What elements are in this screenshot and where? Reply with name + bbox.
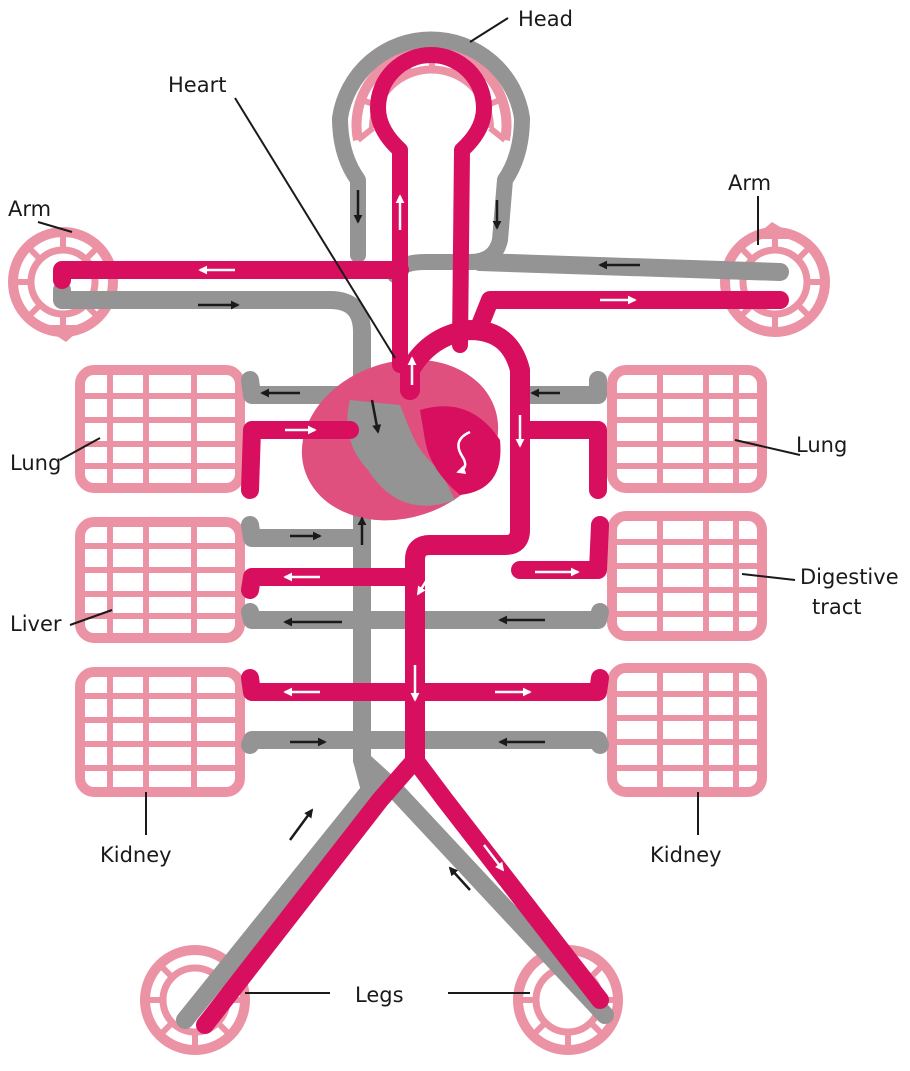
label-liver: Liver xyxy=(10,612,62,636)
label-kidney-right: Kidney xyxy=(650,843,722,867)
digestive-tract-capillaries xyxy=(612,516,762,636)
lung-right-leader xyxy=(735,440,800,455)
veins xyxy=(62,40,780,1020)
label-digestive-line1: Digestive xyxy=(800,565,899,589)
label-head: Head xyxy=(518,7,573,31)
label-digestive-line2: tract xyxy=(812,595,862,619)
label-arm-right: Arm xyxy=(728,171,771,195)
right-kidney-capillaries xyxy=(612,668,762,792)
liver-capillaries xyxy=(80,522,240,638)
digestive-leader xyxy=(742,574,795,580)
right-lung-capillaries xyxy=(612,370,762,488)
label-lung-left: Lung xyxy=(10,451,61,475)
label-lung-right: Lung xyxy=(796,433,847,457)
label-kidney-left: Kidney xyxy=(100,843,172,867)
label-arm-left: Arm xyxy=(8,197,51,221)
label-legs: Legs xyxy=(355,983,404,1007)
left-lung-capillaries xyxy=(80,370,240,488)
heart-leader xyxy=(235,98,395,358)
label-heart: Heart xyxy=(168,73,226,97)
left-kidney-capillaries xyxy=(80,672,240,792)
head-leader xyxy=(470,18,508,42)
